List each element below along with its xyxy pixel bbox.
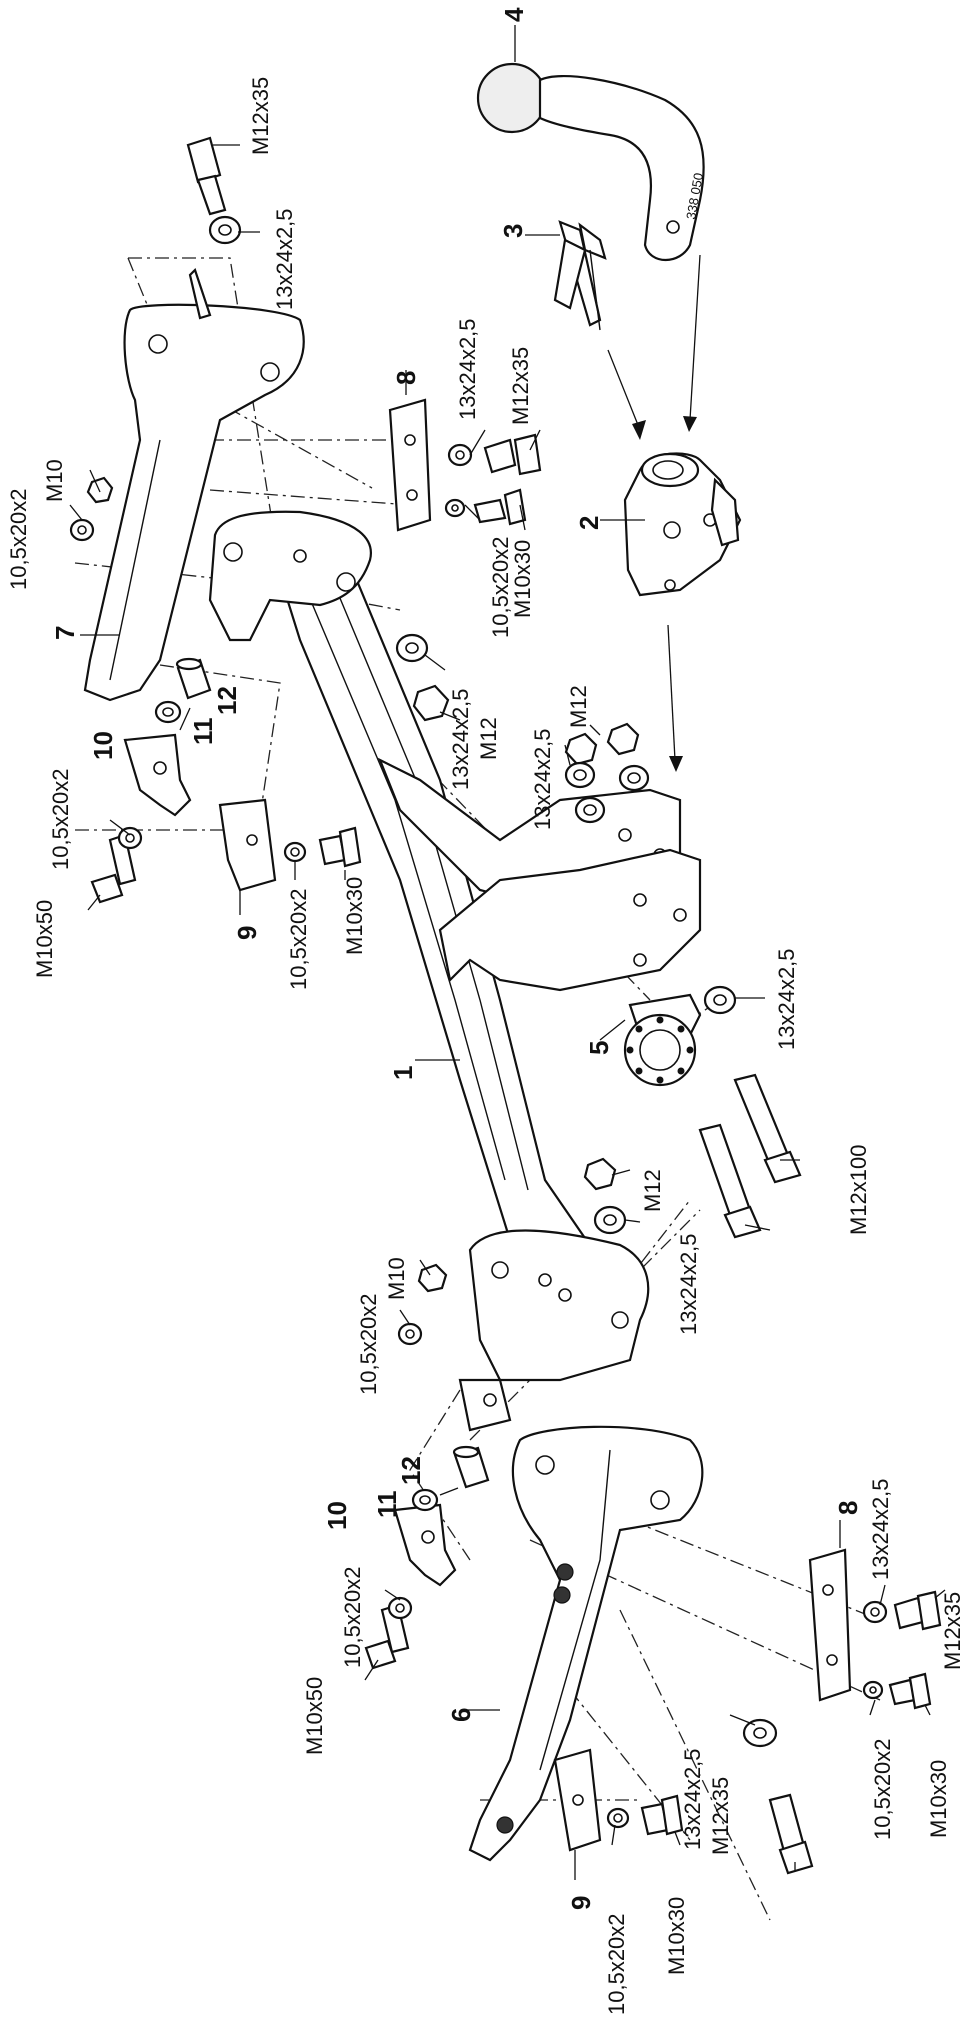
bracket-10-lower bbox=[393, 1503, 457, 1587]
part-number-3: 3 bbox=[498, 224, 528, 238]
clamp-plate-9-upper bbox=[218, 798, 277, 892]
label-nut-m10-left: M10 bbox=[42, 459, 67, 502]
locking-pin bbox=[553, 220, 607, 331]
label-bolt-m10x30-plate8-lower: M10x30 bbox=[926, 1760, 951, 1838]
label-washer-13x24-top: 13x24x2,5 bbox=[272, 208, 297, 310]
part-number-10-lower: 10 bbox=[322, 1501, 352, 1530]
label-washer-13x24-right: 13x24x2,5 bbox=[774, 948, 799, 1050]
label-washer-10-plate9: 10,5x20x2 bbox=[286, 888, 311, 990]
left-console-bracket bbox=[83, 267, 305, 702]
part-number-5: 5 bbox=[584, 1041, 614, 1055]
part-number-9-upper: 9 bbox=[232, 926, 262, 940]
part-number-11-upper: 11 bbox=[188, 718, 218, 746]
label-washer-10-bracket10: 10,5x20x2 bbox=[48, 768, 73, 870]
label-washer-10-plate8: 10,5x20x2 bbox=[488, 536, 513, 638]
label-bolt-m10x50-upper: M10x50 bbox=[32, 900, 57, 978]
label-washer-13x24-plate8: 13x24x2,5 bbox=[455, 318, 480, 420]
label-washer-13x24-beam: 13x24x2,5 bbox=[448, 688, 473, 790]
part-number-8-upper: 8 bbox=[391, 371, 421, 385]
label-washer-13x24-mid: 13x24x2,5 bbox=[676, 1233, 701, 1335]
label-washer-13x24-plate8-lower: 13x24x2,5 bbox=[868, 1478, 893, 1580]
part-number-11-lower: 11 bbox=[372, 1491, 402, 1519]
label-bolt-m12x35-top: M12x35 bbox=[248, 77, 273, 155]
part-number-12-lower: 12 bbox=[396, 1456, 426, 1485]
part-number-10-upper: 10 bbox=[88, 731, 118, 760]
label-washer-10-plate9-lower: 10,5x20x2 bbox=[604, 1913, 629, 2015]
centre-bracket-lower bbox=[438, 848, 702, 992]
part-number-9-lower: 9 bbox=[566, 1896, 596, 1910]
label-washer-10-bracket10-lower: 10,5x20x2 bbox=[340, 1566, 365, 1668]
label-bolt-m10x30-plate9-lower: M10x30 bbox=[664, 1897, 689, 1975]
clamp-plate-9-lower bbox=[553, 1748, 602, 1852]
part-number-7: 7 bbox=[50, 626, 80, 640]
label-washer-10-left: 10,5x20x2 bbox=[6, 488, 31, 590]
label-nut-m12-beam: M12 bbox=[476, 717, 501, 760]
spacer-12-upper bbox=[175, 657, 212, 700]
fasteners bbox=[69, 136, 942, 1875]
label-bolt-m10x30-plate8: M10x30 bbox=[510, 540, 535, 618]
label-bolt-m12x35-lower: M12x35 bbox=[708, 1777, 733, 1855]
right-console-bracket bbox=[468, 1425, 704, 1862]
label-bolt-m10x50-lower: M10x50 bbox=[302, 1677, 327, 1755]
label-nut-m12-centre: M12 bbox=[566, 685, 591, 728]
tow-ball: 338 050 bbox=[476, 62, 706, 261]
label-nut-m12-mid: M12 bbox=[640, 1169, 665, 1212]
assembly-arrows bbox=[607, 254, 701, 772]
part-number-6: 6 bbox=[446, 1708, 476, 1722]
fastener-labels: M12x35 13x24x2,5 13x24x2,5 M12x35 10,5x2… bbox=[6, 77, 965, 2015]
label-washer-10-plate8-lower: 10,5x20x2 bbox=[870, 1738, 895, 1840]
socket-plate bbox=[623, 993, 702, 1087]
leader-lines bbox=[69, 25, 946, 1880]
clamp-plate-8-lower bbox=[808, 1548, 852, 1702]
washer-11-lower bbox=[411, 1488, 439, 1512]
part-number-4: 4 bbox=[499, 7, 529, 22]
label-bolt-m12x100: M12x100 bbox=[846, 1144, 871, 1235]
label-nut-m10-lower: M10 bbox=[384, 1257, 409, 1300]
label-washer-13x24-lower: 13x24x2,5 bbox=[680, 1748, 705, 1850]
part-number-1: 1 bbox=[388, 1066, 418, 1080]
right-mounting-plate bbox=[458, 1229, 650, 1432]
part-number-12-upper: 12 bbox=[212, 686, 242, 715]
left-mounting-plate bbox=[208, 510, 372, 642]
label-washer-10-lower: 10,5x20x2 bbox=[356, 1293, 381, 1395]
washer-11-upper bbox=[154, 700, 182, 724]
clamp-plate-8-upper bbox=[388, 398, 432, 532]
label-bolt-m12x35-plate8-lower: M12x35 bbox=[940, 1592, 965, 1670]
part-number-2: 2 bbox=[574, 516, 604, 530]
label-bolt-m10x30-plate9: M10x30 bbox=[342, 877, 367, 955]
coupling-housing bbox=[623, 452, 742, 597]
part-numbers: 4 3 2 8 7 12 11 10 9 1 5 12 11 10 8 6 9 bbox=[50, 7, 863, 1910]
spacer-12-lower bbox=[452, 1445, 490, 1489]
label-washer-13x24-centre: 13x24x2,5 bbox=[530, 728, 555, 830]
part-number-8-lower: 8 bbox=[833, 1501, 863, 1515]
label-bolt-m12x35-plate8: M12x35 bbox=[508, 347, 533, 425]
bracket-10-upper bbox=[123, 733, 192, 817]
